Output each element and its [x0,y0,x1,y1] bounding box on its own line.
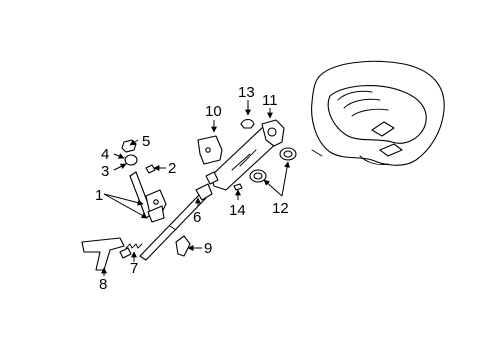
callout-10: 10 [205,103,222,120]
callout-7: 7 [130,260,138,277]
callout-9: 9 [204,240,212,257]
callout-14: 14 [229,202,246,219]
callout-8: 8 [99,276,107,293]
shaft-part-6 [139,183,213,261]
pin-part-14 [233,183,243,191]
callout-12: 12 [272,200,289,217]
callout-3: 3 [101,163,109,180]
callout-6: 6 [193,209,201,226]
callout-4: 4 [101,146,109,163]
callout-labels: 1 2 3 4 5 6 7 8 9 10 11 12 13 14 [95,84,289,293]
bushing-part-4 [124,154,138,166]
callout-13: 13 [238,84,255,101]
column-housing-part-11 [205,119,285,191]
lever-parts-1 [129,171,167,223]
bracket-part-10 [197,135,223,165]
bushing-part-12-lower [249,169,267,183]
clip-part-13 [240,118,255,129]
callout-2: 2 [168,160,176,177]
bushing-part-12-upper [279,147,297,161]
callout-5: 5 [142,133,150,150]
nut-part-5 [121,139,137,153]
callout-1: 1 [95,187,103,204]
leader-lines [101,100,291,276]
clip-part-9 [175,235,191,257]
steering-wheel [311,60,445,166]
callout-11: 11 [262,92,278,109]
linkage-part-8 [81,237,125,271]
bolt-part-2 [145,164,156,174]
